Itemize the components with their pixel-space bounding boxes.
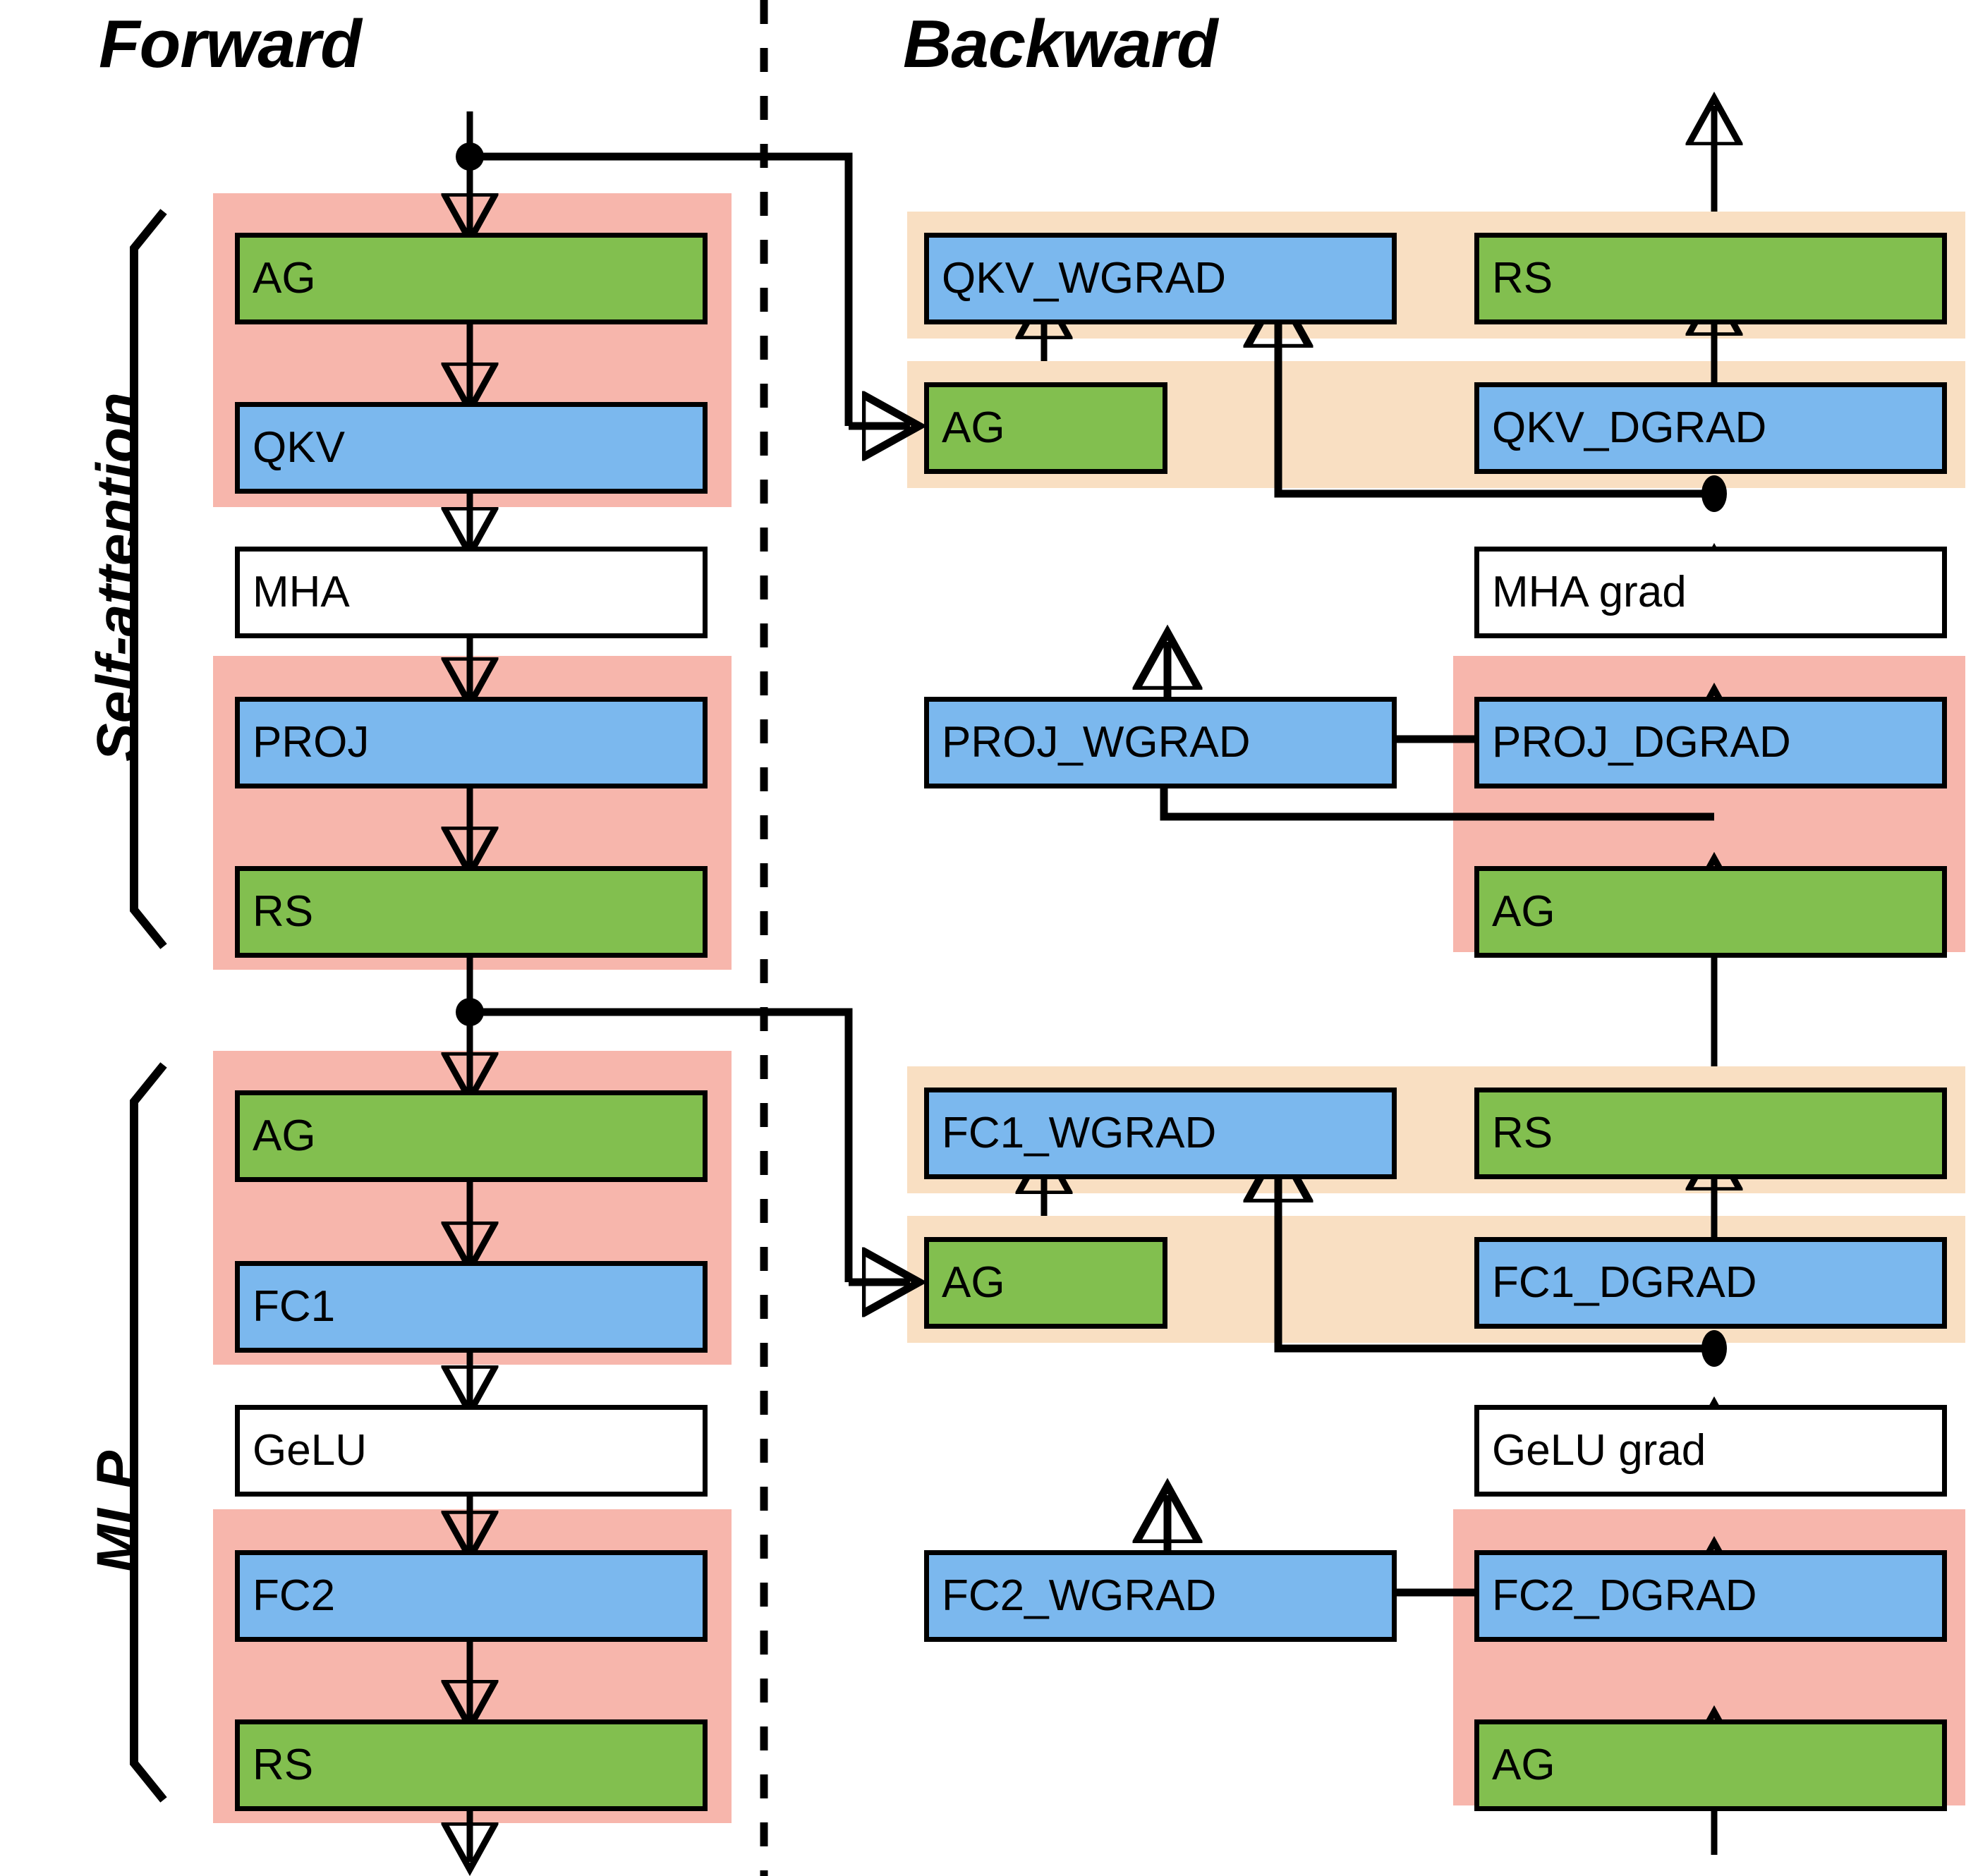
forward-node-qkv[interactable]: QKV	[235, 402, 708, 494]
backward-node-proj-dgrad[interactable]: PROJ_DGRAD	[1474, 697, 1947, 788]
backward-node-qkv-wgrad[interactable]: QKV_WGRAD	[924, 233, 1397, 324]
forward-node-mha[interactable]: MHA	[235, 547, 708, 638]
backward-node-fc1-wgrad[interactable]: FC1_WGRAD	[924, 1088, 1397, 1179]
backward-node-proj-wgrad[interactable]: PROJ_WGRAD	[924, 697, 1397, 788]
backward-node-ag-sa-dgrad[interactable]: AG	[1474, 866, 1947, 958]
side-label-self-attention: Self-attention	[85, 392, 150, 762]
forward-node-ag-mlp[interactable]: AG	[235, 1090, 708, 1182]
backward-node-fc2-wgrad[interactable]: FC2_WGRAD	[924, 1550, 1397, 1642]
forward-node-fc2[interactable]: FC2	[235, 1550, 708, 1642]
backward-node-fc2-dgrad[interactable]: FC2_DGRAD	[1474, 1550, 1947, 1642]
forward-node-gelu[interactable]: GeLU	[235, 1405, 708, 1497]
forward-node-ag-sa1[interactable]: AG	[235, 233, 708, 324]
forward-title: Forward	[99, 6, 362, 82]
backward-node-rs-sa[interactable]: RS	[1474, 233, 1947, 324]
forward-node-fc1[interactable]: FC1	[235, 1261, 708, 1353]
side-label-mlp: MLP	[85, 1450, 150, 1573]
forward-node-proj[interactable]: PROJ	[235, 697, 708, 788]
mlp-bracket	[130, 1062, 167, 1803]
backward-node-ag-mlp-dgrad[interactable]: AG	[1474, 1719, 1947, 1811]
backward-node-ag-sa[interactable]: AG	[924, 382, 1167, 474]
backward-node-fc1-dgrad[interactable]: FC1_DGRAD	[1474, 1237, 1947, 1329]
backward-node-qkv-dgrad[interactable]: QKV_DGRAD	[1474, 382, 1947, 474]
backward-node-rs-mlp[interactable]: RS	[1474, 1088, 1947, 1179]
backward-title: Backward	[903, 6, 1218, 82]
backward-node-ag-mlp[interactable]: AG	[924, 1237, 1167, 1329]
forward-node-rs-sa[interactable]: RS	[235, 866, 708, 958]
backward-node-gelu-grad[interactable]: GeLU grad	[1474, 1405, 1947, 1497]
backward-node-mha-grad[interactable]: MHA grad	[1474, 547, 1947, 638]
forward-node-rs-mlp[interactable]: RS	[235, 1719, 708, 1811]
